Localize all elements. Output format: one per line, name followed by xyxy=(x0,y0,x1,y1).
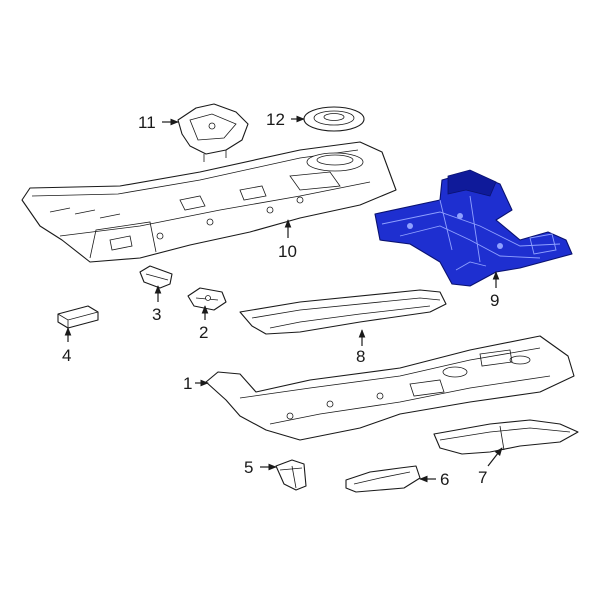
part-6-bracket[interactable] xyxy=(345,465,421,493)
callout-2[interactable]: 2 xyxy=(199,323,208,342)
callout-12[interactable]: 12 xyxy=(266,110,285,129)
part-8-side-rail[interactable] xyxy=(239,289,447,335)
callout-10[interactable]: 10 xyxy=(278,242,297,261)
callout-8[interactable]: 8 xyxy=(356,347,365,366)
callout-1[interactable]: 1 xyxy=(183,374,192,393)
part-7-rear-rail[interactable] xyxy=(433,419,579,455)
callout-4[interactable]: 4 xyxy=(62,346,71,365)
callout-5[interactable]: 5 xyxy=(244,458,253,477)
callout-3[interactable]: 3 xyxy=(152,305,161,324)
callout-6[interactable]: 6 xyxy=(440,470,449,489)
part-5-bracket[interactable] xyxy=(275,459,307,491)
part-10-front-floor-pan[interactable] xyxy=(21,141,397,263)
callout-7[interactable]: 7 xyxy=(478,468,487,487)
callouts: 11 12 10 9 3 2 4 8 1 5 6 7 xyxy=(62,110,499,489)
part-11-bracket[interactable] xyxy=(177,103,249,162)
leader-lines xyxy=(64,115,503,483)
part-1-rear-floor-pan[interactable] xyxy=(205,335,575,441)
part-12-round-plate[interactable] xyxy=(303,106,365,132)
part-4-block[interactable] xyxy=(57,305,99,329)
part-3-bracket[interactable] xyxy=(139,265,173,289)
callout-11[interactable]: 11 xyxy=(138,113,156,132)
part-9-rear-floor-crossmember[interactable] xyxy=(374,169,573,287)
callout-9[interactable]: 9 xyxy=(490,291,499,310)
part-2-bracket[interactable] xyxy=(187,287,227,311)
